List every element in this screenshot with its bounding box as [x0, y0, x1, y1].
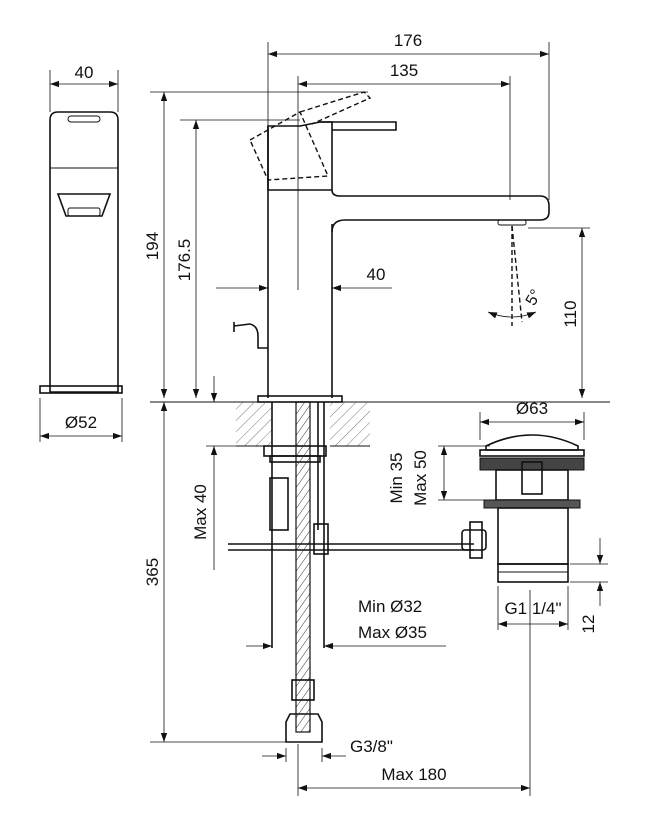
faucet-front-view: 5° 40 110	[216, 91, 590, 403]
side-view: 40 Ø52	[39, 63, 123, 442]
dim-outlet-height: 110	[561, 300, 580, 327]
dim-side-width: 40	[75, 63, 94, 82]
height-dimensions: 194 176.5	[143, 91, 368, 398]
dim-waste-diameter: Ø63	[516, 399, 548, 418]
dim-base-diameter: Ø52	[65, 413, 97, 432]
dim-below-deck-length: 365	[143, 558, 162, 586]
dim-lever-height: 176.5	[175, 239, 194, 282]
below-deck-assembly: Max 40 365 Min Ø32 Max Ø35 G3/8" Max 180	[143, 376, 531, 796]
waste-assembly: Ø63 Min 35 Max 50 G1 1/4" 12	[387, 399, 608, 633]
dim-deck-max: Max 40	[191, 484, 210, 540]
dim-spout-reach: 135	[390, 61, 418, 80]
dim-hose-reach: Max 180	[381, 765, 446, 784]
dim-basin-min: Min 35	[387, 452, 406, 503]
dim-hole-min: Min Ø32	[358, 597, 422, 616]
top-dimensions: 176 135	[267, 31, 550, 290]
dim-spout-angle: 5°	[523, 287, 545, 309]
dim-body-width: 40	[367, 265, 386, 284]
dim-basin-max: Max 50	[411, 450, 430, 506]
dim-waste-thread: G1 1/4"	[504, 599, 561, 618]
dim-waste-thread-length: 12	[579, 615, 598, 634]
dim-hose-thread: G3/8"	[350, 737, 393, 756]
dim-overall-length: 176	[394, 31, 422, 50]
basin-deck	[150, 401, 610, 447]
dim-total-height: 194	[143, 232, 162, 260]
dim-hole-max: Max Ø35	[358, 623, 427, 642]
